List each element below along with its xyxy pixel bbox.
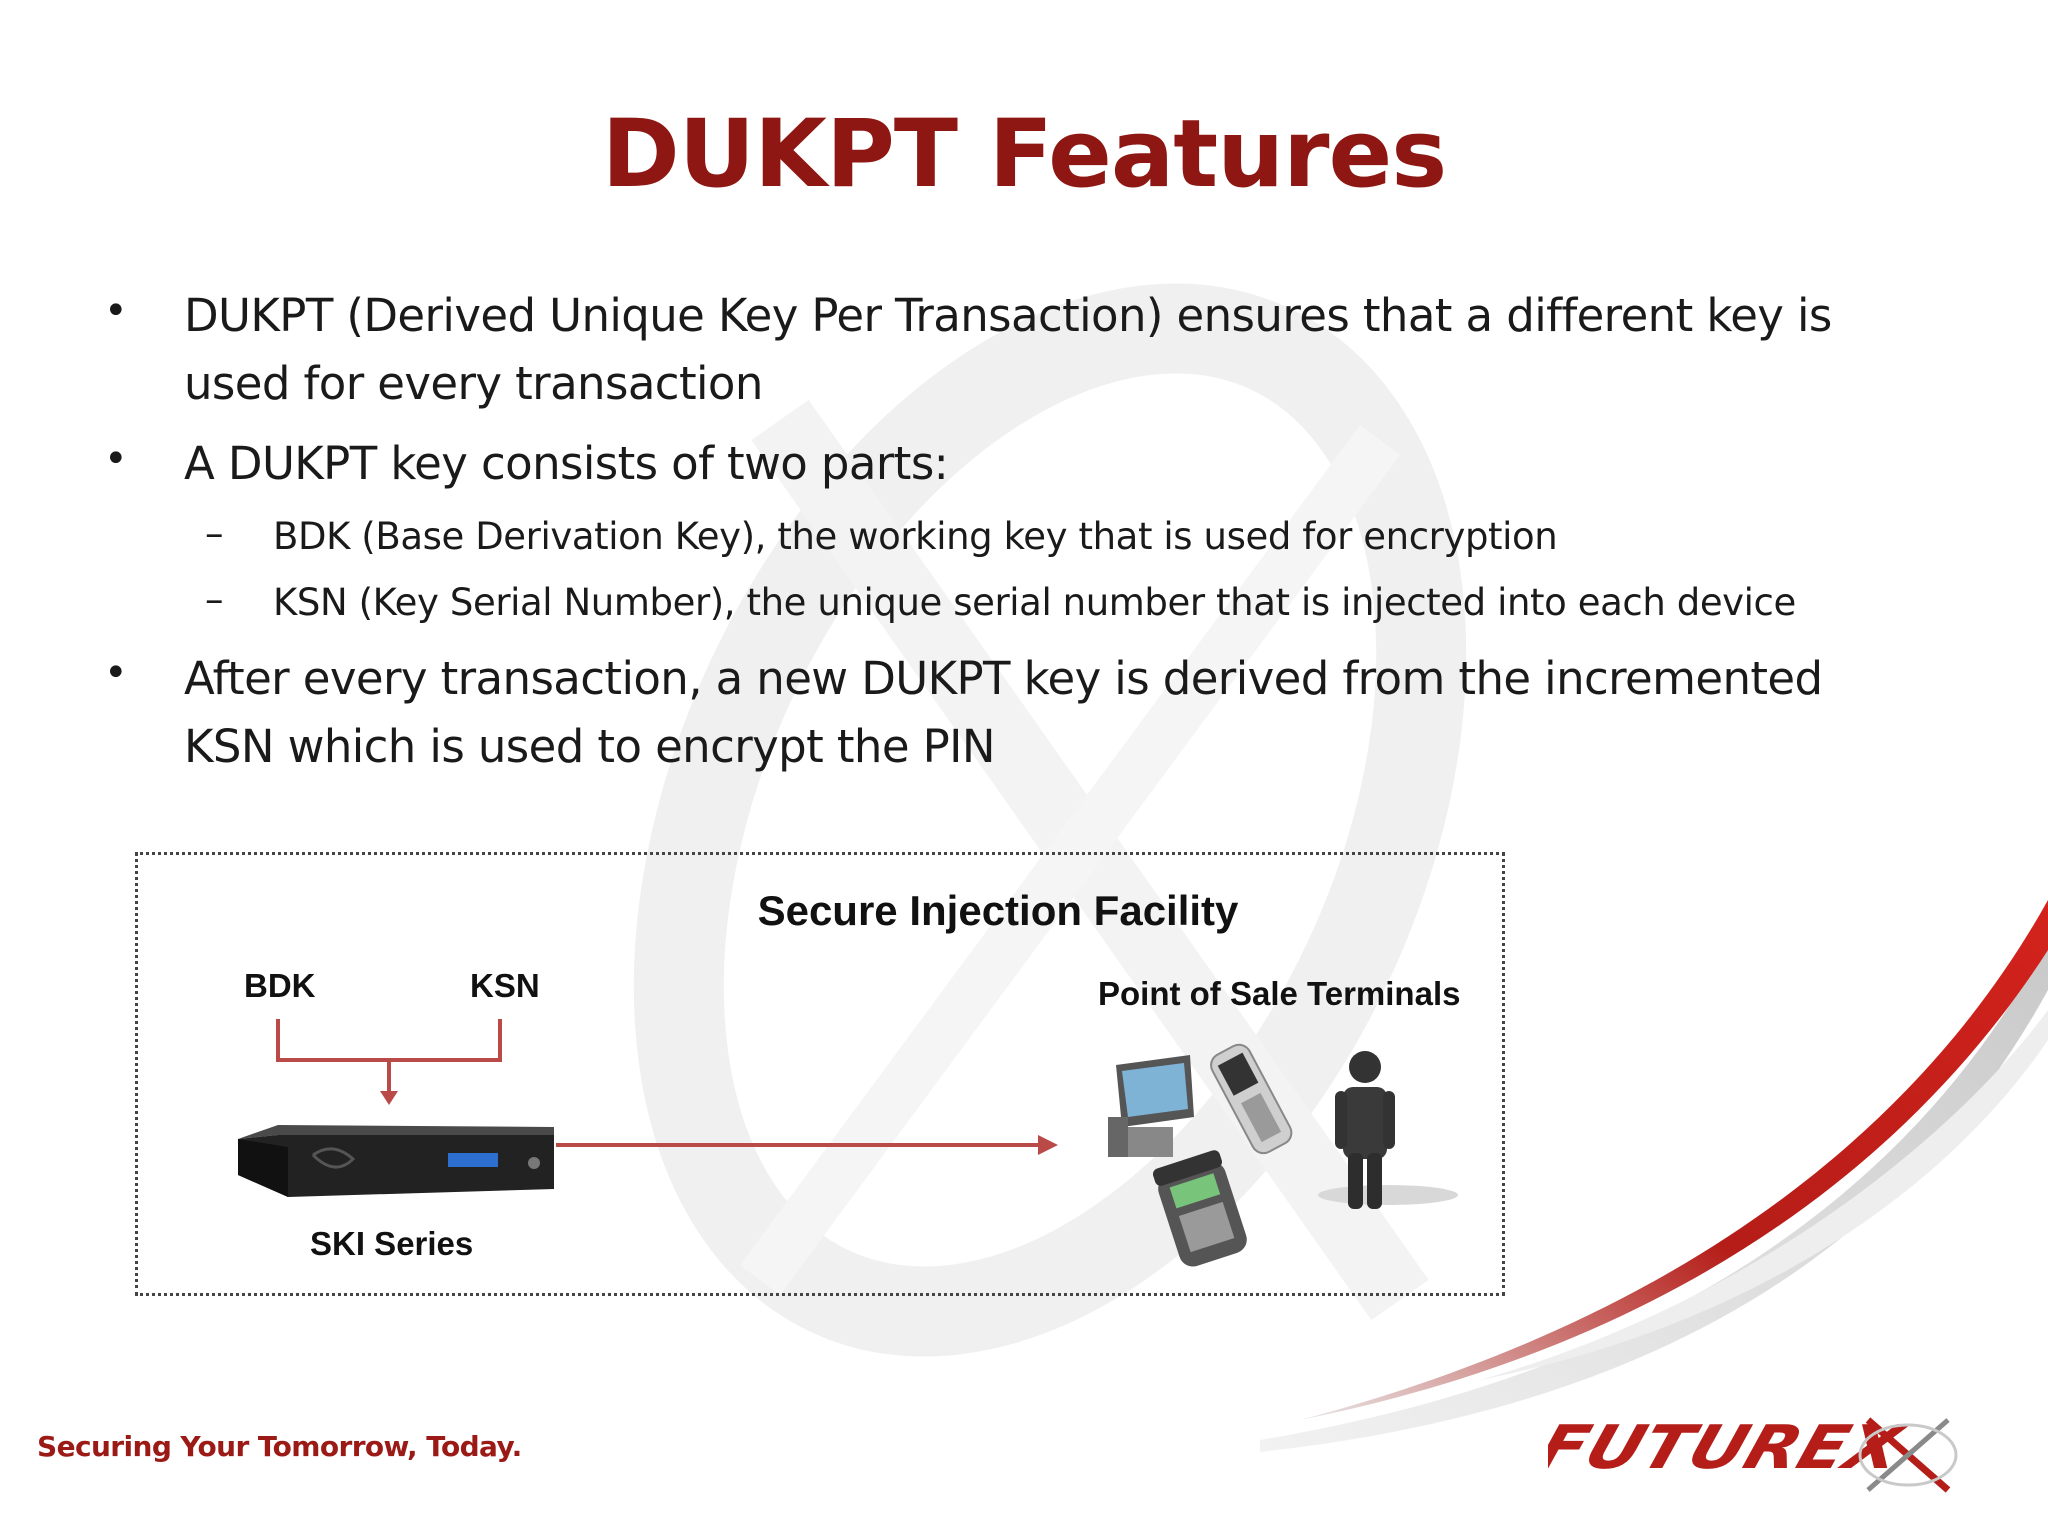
key-merge-bracket — [276, 1019, 502, 1062]
diagram-graphics — [238, 1019, 1458, 1267]
injection-diagram: Secure Injection Facility BDK KSN SKI Se… — [135, 852, 1505, 1296]
bdk-label: BDK — [244, 967, 316, 1004]
diagram-title: Secure Injection Facility — [757, 887, 1239, 934]
pos-terminal-icon — [1108, 1055, 1194, 1157]
terminals-label: Point of Sale Terminals — [1098, 975, 1461, 1012]
subbullet-item: KSN (Key Serial Number), the unique seri… — [273, 581, 1796, 624]
bullet-marker: • — [104, 436, 128, 482]
futurex-logo: FUTUREX — [1548, 1412, 1958, 1493]
ksn-label: KSN — [470, 967, 540, 1004]
svg-text:FUTUREX: FUTUREX — [1548, 1412, 1915, 1482]
mobile-phone-icon — [1210, 1043, 1293, 1155]
bullet-marker: • — [104, 650, 128, 696]
subbullet-marker: – — [205, 578, 224, 621]
bullet-line: A DUKPT key consists of two parts: — [184, 437, 949, 490]
person-icon — [1318, 1051, 1458, 1209]
bullet-marker: • — [104, 288, 128, 334]
injection-arrowhead — [1038, 1135, 1058, 1155]
bullet-line: used for every transaction — [184, 357, 763, 410]
footer-tagline: Securing Your Tomorrow, Today. — [37, 1430, 522, 1463]
slide-title: DUKPT Features — [601, 100, 1447, 209]
card-reader-icon — [1152, 1150, 1247, 1267]
hsm-device-icon — [238, 1125, 554, 1197]
bullet-line: After every transaction, a new DUKPT key… — [184, 652, 1823, 705]
bullet-line: DUKPT (Derived Unique Key Per Transactio… — [184, 289, 1832, 342]
bullet-line: KSN which is used to encrypt the PIN — [184, 720, 996, 773]
device-label: SKI Series — [310, 1225, 474, 1262]
bullet-item: After every transaction, a new DUKPT key… — [184, 645, 1944, 781]
subbullet-marker: – — [205, 512, 224, 555]
bullet-item: A DUKPT key consists of two parts: — [184, 430, 1944, 498]
bullet-item: DUKPT (Derived Unique Key Per Transactio… — [184, 282, 1944, 418]
subbullet-item: BDK (Base Derivation Key), the working k… — [273, 515, 1558, 558]
key-merge-arrowhead — [380, 1091, 398, 1105]
